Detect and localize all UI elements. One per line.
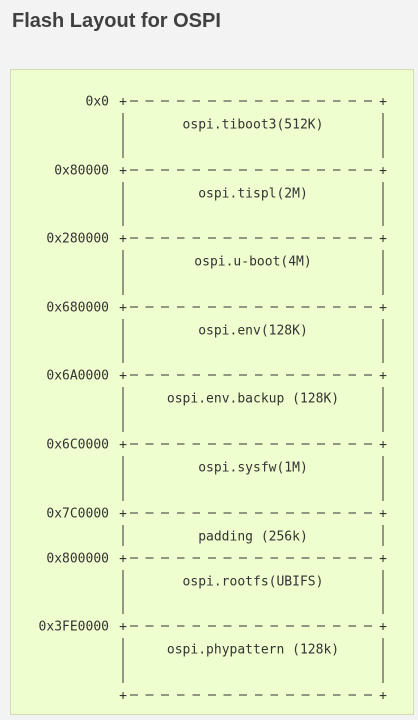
- flash-layout-diagram: + +0x0 ospi.tiboot3(512K) + +0x80000 ospi.tis…: [39, 95, 388, 704]
- border-corner: +: [119, 95, 127, 110]
- border-corner: +: [119, 369, 127, 384]
- border-corner: +: [119, 507, 127, 522]
- page-title: Flash Layout for OSPI: [12, 10, 221, 32]
- partition-name: ospi.rootfs(UBIFS): [183, 575, 324, 590]
- partition-name: ospi.tiboot3(512K): [183, 118, 324, 133]
- border-corner: +: [379, 95, 387, 110]
- partition-address: 0x80000: [54, 164, 109, 179]
- border-corner: +: [119, 301, 127, 316]
- border-corner: +: [379, 689, 387, 704]
- partition-address: 0x0: [86, 95, 109, 110]
- partition-address: 0x280000: [46, 232, 109, 247]
- partition-name: ospi.u-boot(4M): [194, 255, 311, 270]
- partition-name: ospi.env.backup (128K): [167, 392, 339, 407]
- border-corner: +: [119, 552, 127, 567]
- partition-address: 0x3FE0000: [39, 620, 109, 635]
- border-corner: +: [379, 301, 387, 316]
- border-corner: +: [119, 164, 127, 179]
- partition-address: 0x680000: [46, 301, 109, 316]
- border-corner: +: [119, 438, 127, 453]
- partition-address: 0x800000: [46, 552, 109, 567]
- border-corner: +: [379, 620, 387, 635]
- partition-name: ospi.phypattern (128k): [167, 643, 339, 658]
- partition-address: 0x6C0000: [46, 438, 109, 453]
- border-corner: +: [119, 620, 127, 635]
- border-corner: +: [119, 689, 127, 704]
- border-corner: +: [379, 164, 387, 179]
- partition-name: ospi.sysfw(1M): [198, 461, 308, 476]
- border-corner: +: [379, 507, 387, 522]
- flash-layout-code-block: + +0x0 ospi.tiboot3(512K) + +0x80000 ospi.tis…: [10, 69, 414, 715]
- border-corner: +: [379, 232, 387, 247]
- border-corner: +: [379, 438, 387, 453]
- partition-name: ospi.env(128K): [198, 324, 308, 339]
- partition-name: ospi.tispl(2M): [198, 187, 308, 202]
- border-corner: +: [119, 232, 127, 247]
- partition-address: 0x7C0000: [46, 507, 109, 522]
- partition-address: 0x6A0000: [46, 369, 109, 384]
- border-corner: +: [379, 369, 387, 384]
- border-corner: +: [379, 552, 387, 567]
- partition-name: padding (256k): [198, 530, 308, 545]
